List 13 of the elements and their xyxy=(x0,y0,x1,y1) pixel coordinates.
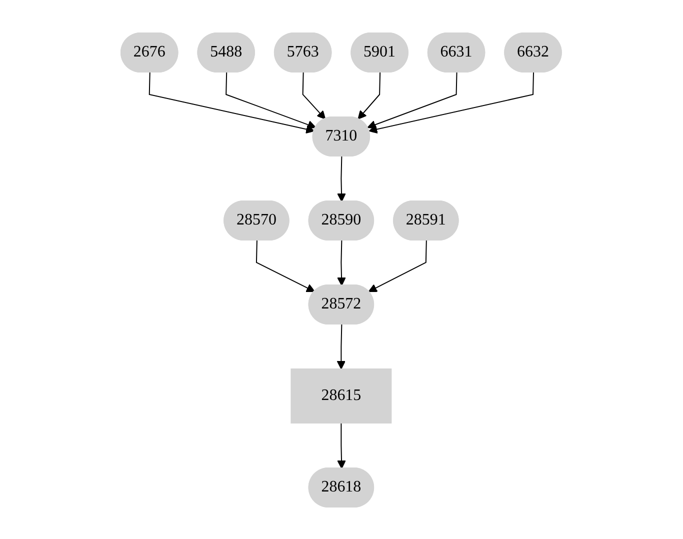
arrow xyxy=(256,240,316,292)
arrow xyxy=(358,72,381,119)
arrow xyxy=(337,422,346,468)
arrow xyxy=(302,72,326,119)
arrow xyxy=(368,72,458,128)
arrow xyxy=(368,240,428,292)
arrow xyxy=(337,156,346,202)
arrow xyxy=(226,72,316,128)
arrow xyxy=(337,324,346,369)
arrow xyxy=(149,72,315,134)
arrow xyxy=(369,72,534,134)
arrow xyxy=(337,240,346,286)
node-box: 28615 xyxy=(291,368,392,423)
